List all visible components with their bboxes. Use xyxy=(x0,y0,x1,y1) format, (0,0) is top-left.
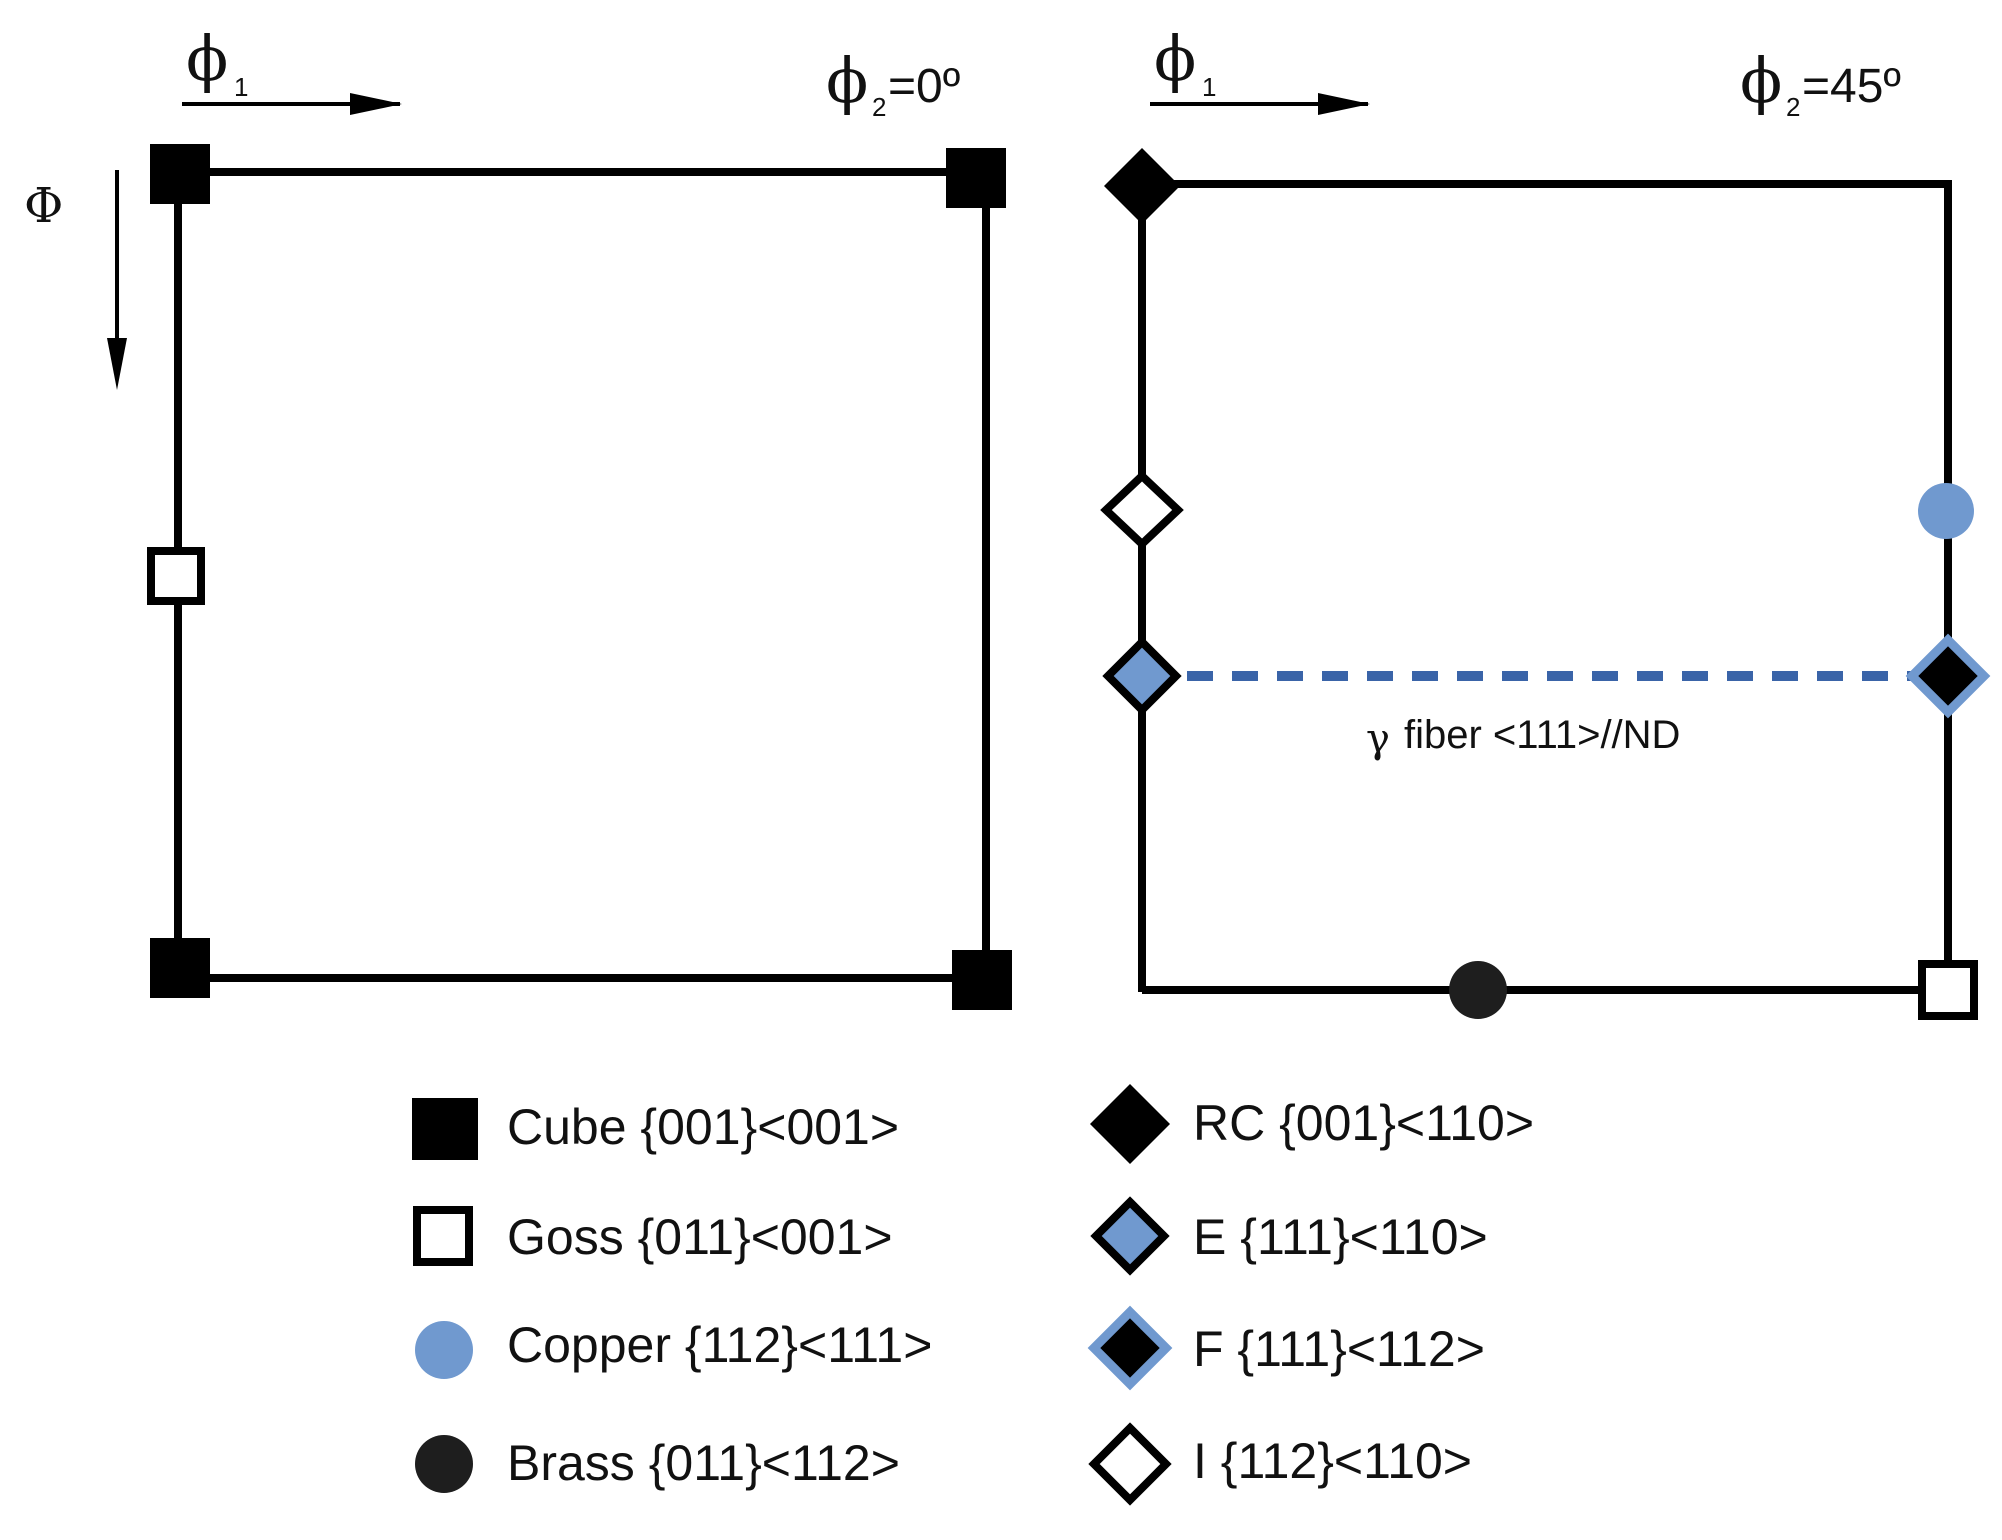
black-diamond-blue-border-icon xyxy=(1087,1305,1173,1391)
hollow-square-icon xyxy=(413,1206,473,1266)
right-panel: ϕ 1 ϕ 2 =45º γ fiber <111>//ND xyxy=(1100,22,1991,1020)
left-phi1-symbol: ϕ xyxy=(186,22,228,95)
big-phi-arrowhead-icon xyxy=(107,338,127,390)
legend-label: Goss {011}<001> xyxy=(507,1209,893,1265)
e-marker-icon xyxy=(1102,636,1182,716)
gamma-fiber-symbol: γ xyxy=(1366,716,1390,762)
f-marker-icon xyxy=(1905,633,1991,719)
legend-item: Copper {112}<111> xyxy=(415,1317,932,1379)
blue-diamond-black-border-icon xyxy=(1090,1196,1170,1276)
legend: Cube {001}<001> Goss {011}<001> Copper {… xyxy=(412,1084,1534,1506)
left-phi2-value: =0º xyxy=(888,60,960,113)
cube-marker-icon xyxy=(946,148,1006,208)
left-panel: ϕ 1 ϕ 2 =0º Φ xyxy=(24,22,1012,1010)
legend-label: Brass {011}<112> xyxy=(507,1435,900,1491)
goss-marker-icon xyxy=(147,547,205,605)
legend-label: F {111}<112> xyxy=(1193,1321,1485,1377)
legend-label: RC {001}<110> xyxy=(1193,1095,1534,1151)
right-phi1-subscript: 1 xyxy=(1202,72,1216,102)
big-phi-label: Φ xyxy=(24,178,63,234)
legend-item: Cube {001}<001> xyxy=(412,1098,899,1160)
legend-item: I {112}<110> xyxy=(1088,1422,1472,1506)
left-phi1-subscript: 1 xyxy=(234,72,248,102)
legend-item: Goss {011}<001> xyxy=(413,1206,893,1266)
rc-marker-icon xyxy=(1104,148,1180,224)
brass-marker-icon xyxy=(1449,961,1507,1019)
right-phi2-symbol: ϕ xyxy=(1740,44,1782,117)
filled-square-icon xyxy=(412,1098,478,1160)
copper-marker-icon xyxy=(1918,483,1974,539)
legend-item: F {111}<112> xyxy=(1087,1305,1485,1391)
legend-label: Cube {001}<001> xyxy=(507,1099,899,1155)
legend-label: E {111}<110> xyxy=(1193,1209,1488,1265)
legend-label: I {112}<110> xyxy=(1193,1433,1472,1489)
right-phi2-subscript: 2 xyxy=(1786,92,1800,122)
left-phi2-symbol: ϕ xyxy=(826,44,868,117)
legend-item: RC {001}<110> xyxy=(1090,1084,1534,1164)
cube-marker-icon xyxy=(150,144,210,204)
legend-item: E {111}<110> xyxy=(1090,1196,1488,1276)
gamma-fiber-label: fiber <111>//ND xyxy=(1404,713,1680,757)
cube-marker-icon xyxy=(150,938,210,998)
legend-item: Brass {011}<112> xyxy=(415,1435,900,1493)
legend-label: Copper {112}<111> xyxy=(507,1317,932,1373)
black-circle-icon xyxy=(415,1435,473,1493)
left-phi2-subscript: 2 xyxy=(872,92,886,122)
right-phi1-arrowhead-icon xyxy=(1318,93,1370,115)
cube-marker-icon xyxy=(952,950,1012,1010)
goss-marker-icon xyxy=(1918,960,1978,1020)
filled-diamond-icon xyxy=(1090,1084,1170,1164)
hollow-diamond-icon xyxy=(1088,1422,1172,1506)
blue-circle-icon xyxy=(415,1321,473,1379)
i-marker-icon xyxy=(1100,470,1184,550)
right-phi2-value: =45º xyxy=(1802,60,1901,113)
right-phi1-symbol: ϕ xyxy=(1154,22,1196,95)
left-phi1-arrowhead-icon xyxy=(350,93,402,115)
